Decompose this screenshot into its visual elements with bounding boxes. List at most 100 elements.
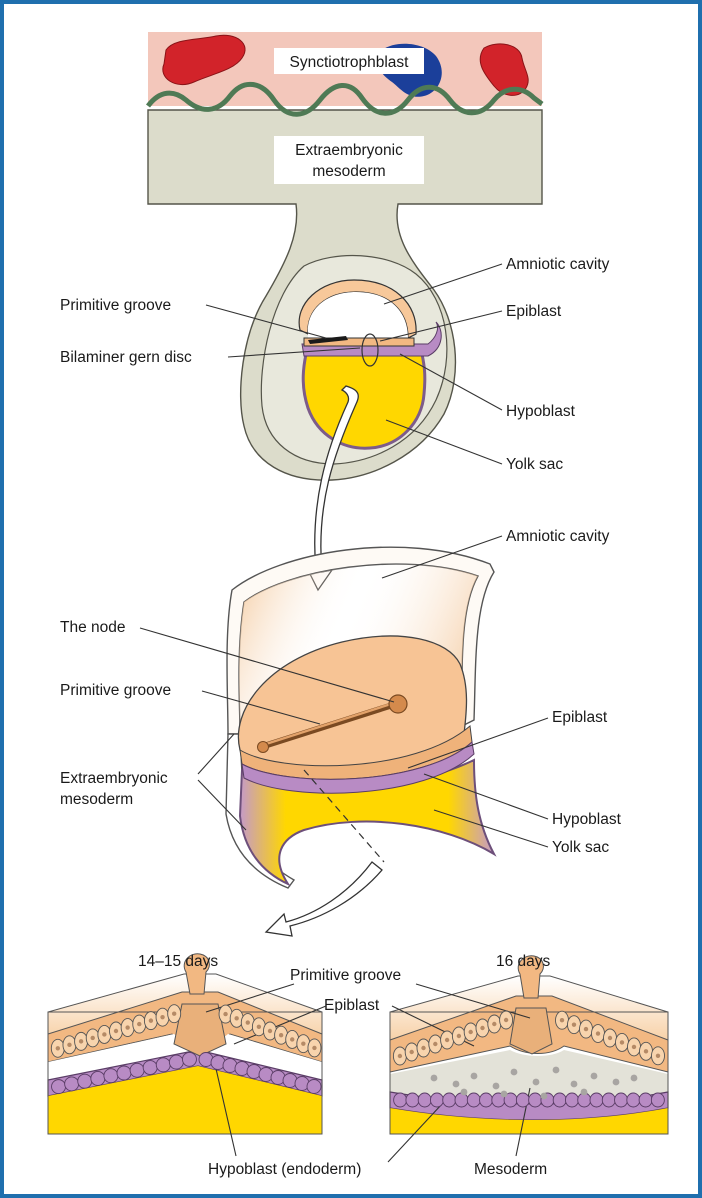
epiblast-cell-nucleus — [656, 1054, 660, 1058]
epiblast-cell-nucleus — [504, 1018, 508, 1022]
the-node-label: The node — [60, 619, 126, 636]
epiblast-cell-nucleus — [301, 1041, 305, 1045]
amniotic-cavity-mid-label: Amniotic cavity — [506, 528, 610, 545]
epiblast-cell-nucleus — [469, 1030, 473, 1034]
hypoblast-cell — [307, 1080, 321, 1094]
mesoderm-cell — [501, 1091, 508, 1098]
epiblast-cell-nucleus — [234, 1016, 238, 1020]
hypoblast-cell — [627, 1093, 640, 1107]
epiblast-cell-nucleus — [572, 1022, 576, 1026]
extraembryonic-mesoderm-mid-label-line2: mesoderm — [60, 791, 133, 808]
epiblast-mid-label: Epiblast — [552, 709, 608, 726]
syncytiotrophoblast-label: Synctiotrophblast — [290, 54, 410, 71]
hypoblast-cell — [169, 1055, 183, 1069]
hypoblast-cell — [455, 1093, 468, 1107]
mesoderm-cell — [493, 1083, 500, 1090]
section-right-cell-cluster — [510, 1008, 552, 1054]
node-start-mark — [258, 742, 269, 753]
mesoderm-cell — [613, 1079, 620, 1086]
hypoblast-top-label: Hypoblast — [506, 403, 576, 420]
epiblast-cell-nucleus — [608, 1036, 612, 1040]
epiblast-cell-nucleus — [149, 1018, 153, 1022]
epiblast-cell-nucleus — [290, 1037, 294, 1041]
yolk-sac-mid-label: Yolk sac — [552, 839, 609, 856]
epiblast-cell-nucleus — [67, 1043, 71, 1047]
hypoblast-cell — [130, 1063, 144, 1077]
hypoblast-cell — [406, 1093, 419, 1107]
epiblast-cell-nucleus — [114, 1029, 118, 1033]
epiblast-cell-nucleus — [279, 1033, 283, 1037]
hypoblast-cell — [467, 1093, 480, 1107]
epiblast-cell-nucleus — [632, 1045, 636, 1049]
epiblast-cell-nucleus — [457, 1034, 461, 1038]
primitive-node — [389, 695, 407, 713]
hypoblast-cell — [394, 1093, 407, 1107]
hypoblast-cell — [553, 1093, 566, 1107]
hypoblast-cell — [516, 1093, 529, 1107]
mesoderm-cell — [453, 1081, 460, 1088]
mesoderm-cell — [461, 1089, 468, 1096]
hypoblast-cell — [143, 1061, 157, 1075]
epiblast-cell-nucleus — [257, 1025, 261, 1029]
embryo-3d-panel: Amniotic cavity The node Primitive groov… — [60, 528, 622, 888]
epiblast-cell-nucleus — [433, 1042, 437, 1046]
epiblast-cell-nucleus — [56, 1046, 60, 1050]
extraembryonic-mesoderm-mid-label-line1: Extraembryonic — [60, 770, 168, 787]
gastrulation-diagram: Synctiotrophblast Extraembryonic mesoder… — [4, 4, 698, 1194]
epiblast-cell-nucleus — [91, 1036, 95, 1040]
mesoderm-cell — [591, 1073, 598, 1080]
extraembryonic-mesoderm-top-label-line1: Extraembryonic — [295, 142, 403, 159]
mesoderm-cell — [541, 1093, 548, 1100]
implantation-panel: Synctiotrophblast Extraembryonic mesoder… — [60, 32, 610, 480]
primitive-groove-top-label: Primitive groove — [60, 297, 171, 314]
epiblast-cell-nucleus — [268, 1029, 272, 1033]
amniotic-cavity-top-label: Amniotic cavity — [506, 256, 610, 273]
hypoblast-cell — [156, 1058, 170, 1072]
hypoblast-cell — [430, 1093, 443, 1107]
epiblast-cell-nucleus — [79, 1039, 83, 1043]
epiblast-cell-nucleus — [246, 1020, 250, 1024]
bilaminar-disc-label: Bilaminer gern disc — [60, 349, 192, 366]
epiblast-cell-nucleus — [410, 1050, 414, 1054]
hypoblast-cell — [602, 1093, 615, 1107]
hypoblast-cell — [418, 1093, 431, 1107]
epiblast-cell-nucleus — [644, 1049, 648, 1053]
mesoderm-cell — [511, 1069, 518, 1076]
epiblast-cell-nucleus — [596, 1031, 600, 1035]
epiblast-cell-nucleus — [620, 1040, 624, 1044]
mesoderm-cell — [471, 1073, 478, 1080]
epiblast-cell-nucleus — [102, 1032, 106, 1036]
mesoderm-cell — [431, 1075, 438, 1082]
hypoblast-cell — [117, 1066, 131, 1080]
mesoderm-bottom-label: Mesoderm — [474, 1161, 547, 1178]
hypoblast-mid-label: Hypoblast — [552, 811, 622, 828]
epiblast-cell-nucleus — [312, 1046, 316, 1050]
mesoderm-cell — [631, 1075, 638, 1082]
days-16-label: 16 days — [496, 953, 551, 970]
hypoblast-cell — [480, 1093, 493, 1107]
hypoblast-cell — [52, 1080, 66, 1094]
epiblast-cell-nucleus — [421, 1046, 425, 1050]
hypoblast-cell — [104, 1069, 118, 1083]
extraembryonic-mesoderm-top-label-line2: mesoderm — [312, 163, 385, 180]
epiblast-cell-nucleus — [445, 1038, 449, 1042]
epiblast-cell-nucleus — [160, 1015, 164, 1019]
hypoblast-cell — [91, 1071, 105, 1085]
hypoblast-cell — [182, 1052, 196, 1066]
hypoblast-cell — [651, 1093, 664, 1107]
hypoblast-cell — [65, 1077, 79, 1091]
primitive-groove-mid-label: Primitive groove — [60, 682, 171, 699]
mesoderm-cell — [533, 1079, 540, 1086]
primitive-groove-bottom-label: Primitive groove — [290, 967, 401, 984]
mesoderm-cell — [581, 1089, 588, 1096]
epiblast-cell-nucleus — [125, 1025, 129, 1029]
epiblast-cell-nucleus — [584, 1027, 588, 1031]
hypoblast-cell — [590, 1093, 603, 1107]
hypoblast-cell — [615, 1093, 628, 1107]
epiblast-cell-nucleus — [480, 1026, 484, 1030]
epiblast-top-label: Epiblast — [506, 303, 562, 320]
hypoblast-cell — [78, 1074, 92, 1088]
epiblast-cell-nucleus — [137, 1022, 141, 1026]
hypoblast-endoderm-label: Hypoblast (endoderm) — [208, 1161, 361, 1178]
